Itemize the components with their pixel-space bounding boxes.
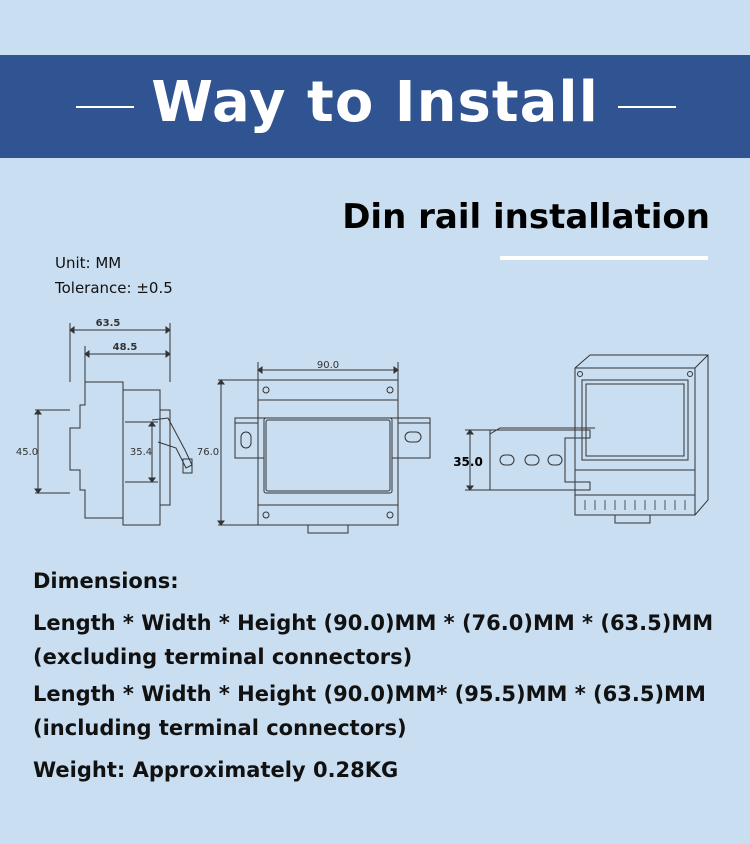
dim-front-height: 76.0: [197, 447, 219, 458]
dim-front-width: 90.0: [317, 360, 339, 371]
dimensions-heading: Dimensions:: [33, 569, 179, 593]
front-view: [217, 362, 431, 534]
dim-width-inner: 48.5: [113, 342, 138, 353]
section-underline: [500, 256, 708, 260]
dim-rail-height: 35.0: [453, 455, 483, 469]
technical-drawing: 63.5 48.5 45.0 35.4 90.0 76.0 35.0: [16, 318, 709, 534]
banner-left-rule: [76, 106, 134, 108]
dimensions-line-2: (excluding terminal connectors): [33, 645, 413, 669]
dim-height-clip: 35.4: [130, 447, 152, 458]
isometric-view: [465, 354, 709, 524]
side-view: [34, 323, 193, 526]
section-title: Din rail installation: [342, 197, 710, 237]
banner-right-rule: [618, 106, 676, 108]
dim-height-left: 45.0: [16, 447, 38, 458]
dimensions-line-3: Length * Width * Height (90.0)MM* (95.5)…: [33, 682, 706, 706]
dim-width-outer: 63.5: [96, 318, 121, 329]
tolerance-label: Tolerance: ±0.5: [55, 279, 173, 297]
page-title: Way to Install: [151, 70, 599, 135]
weight-line: Weight: Approximately 0.28KG: [33, 758, 399, 782]
dimensions-line-1: Length * Width * Height (90.0)MM * (76.0…: [33, 611, 714, 635]
dimensions-line-4: (including terminal connectors): [33, 716, 407, 740]
unit-label: Unit: MM: [55, 254, 122, 272]
